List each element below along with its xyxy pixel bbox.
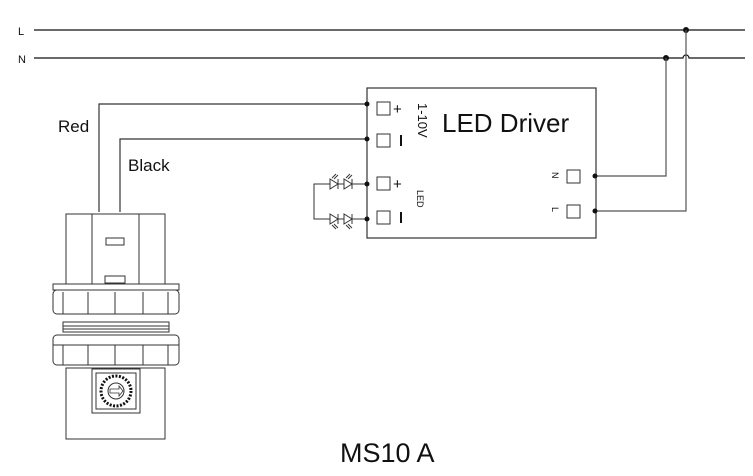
sensor-lower-ring bbox=[52, 334, 180, 366]
line-drop-wire bbox=[597, 30, 687, 212]
sensor-top-inset bbox=[91, 213, 140, 285]
red-wire-node bbox=[364, 101, 370, 107]
sensor-thread bbox=[62, 321, 170, 333]
led-driver-box bbox=[366, 87, 597, 239]
black-wire-label: Black bbox=[128, 156, 170, 175]
led-diode-1 bbox=[329, 173, 339, 190]
neutral-bus bbox=[34, 54, 745, 59]
led-minus-terminal bbox=[376, 210, 391, 225]
line-bus-label: L bbox=[18, 26, 24, 38]
dim-plus-terminal bbox=[376, 101, 391, 116]
input-n-terminal bbox=[566, 169, 581, 184]
sensor-upper-ring bbox=[52, 289, 180, 315]
black-wire bbox=[119, 138, 367, 212]
sensor-slot bbox=[105, 237, 125, 246]
input-n-label: N bbox=[550, 172, 560, 179]
led-diode-4 bbox=[343, 213, 353, 230]
red-wire bbox=[98, 103, 367, 212]
input-l-node bbox=[592, 208, 598, 214]
led-plus-sign: + bbox=[393, 176, 402, 193]
led-string-wire bbox=[313, 183, 367, 220]
led-driver-title: LED Driver bbox=[442, 108, 569, 138]
led-string bbox=[313, 173, 367, 230]
model-label: MS10 A bbox=[340, 438, 435, 468]
sensor-dial-arrow-icon bbox=[109, 384, 124, 398]
led-diode-2 bbox=[343, 173, 353, 190]
dim-minus-terminal bbox=[376, 133, 391, 148]
input-n-node bbox=[592, 173, 598, 179]
neutral-drop-wire bbox=[597, 58, 667, 177]
led-plus-node bbox=[364, 181, 370, 187]
led-plus-terminal bbox=[376, 176, 391, 191]
led-minus-node bbox=[364, 216, 370, 222]
red-wire-label: Red bbox=[58, 117, 89, 136]
dim-group-label: 1-10V bbox=[415, 103, 430, 138]
led-group-label: LED bbox=[415, 190, 425, 208]
dim-plus-sign: + bbox=[393, 101, 402, 118]
input-l-label: L bbox=[550, 207, 560, 212]
sensor-upper-collar bbox=[52, 283, 180, 291]
ms10-sensor bbox=[52, 213, 180, 440]
black-wire-node bbox=[364, 136, 370, 142]
sensor-latch bbox=[104, 275, 126, 284]
led-diode-3 bbox=[329, 213, 339, 230]
input-l-terminal bbox=[566, 204, 581, 219]
neutral-bus-label: N bbox=[18, 54, 26, 66]
